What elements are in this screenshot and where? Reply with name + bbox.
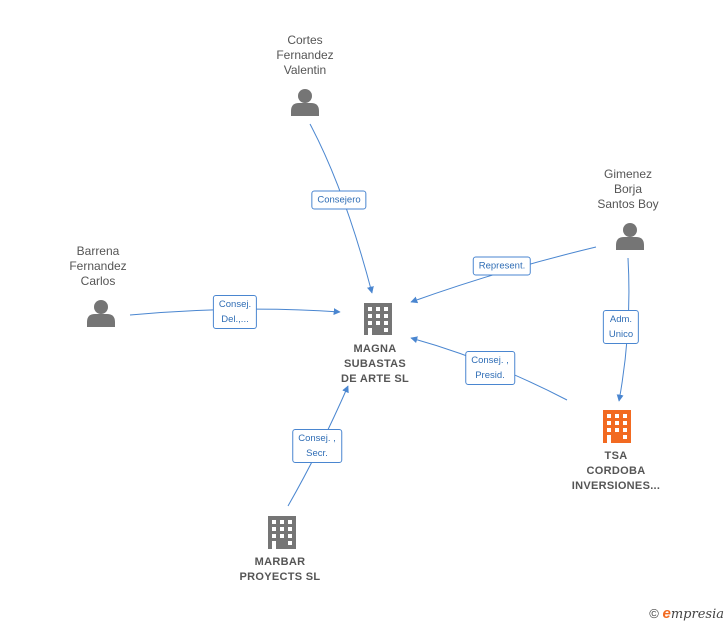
node-label-cortes[interactable]: Cortes Fernandez Valentin bbox=[276, 33, 334, 77]
brand-initial: e bbox=[662, 605, 671, 622]
building-icon-magna[interactable] bbox=[364, 303, 392, 335]
building-icon-tsa[interactable] bbox=[603, 410, 631, 443]
empresia-logo: © empresia bbox=[649, 605, 724, 622]
node-label-gimenez[interactable]: Gimenez Borja Santos Boy bbox=[597, 167, 659, 211]
edge-label-gimenez-tsa[interactable]: Adm. Unico bbox=[602, 310, 640, 344]
building-icon-marbar[interactable] bbox=[268, 516, 296, 549]
person-icon-gimenez[interactable] bbox=[616, 223, 644, 250]
node-label-marbar[interactable]: MARBAR PROYECTS SL bbox=[239, 556, 321, 583]
person-icon-cortes[interactable] bbox=[291, 89, 319, 116]
brand-name: mpresia bbox=[670, 607, 724, 622]
edge-label-cortes-magna[interactable]: Consejero bbox=[311, 190, 367, 210]
edge-label-barrena-magna[interactable]: Consej. Del.,... bbox=[212, 295, 258, 329]
node-label-tsa[interactable]: TSA CORDOBA INVERSIONES... bbox=[571, 450, 661, 492]
edge-label-marbar-magna[interactable]: Consej. , Secr. bbox=[292, 429, 342, 463]
person-icon-barrena[interactable] bbox=[87, 300, 115, 327]
node-label-magna[interactable]: MAGNA SUBASTAS DE ARTE SL bbox=[341, 343, 409, 385]
edge-label-tsa-magna[interactable]: Consej. , Presid. bbox=[465, 351, 515, 385]
edge-label-gimenez-magna[interactable]: Represent. bbox=[472, 256, 532, 276]
copyright-symbol: © bbox=[649, 606, 659, 621]
node-label-barrena[interactable]: Barrena Fernandez Carlos bbox=[69, 244, 127, 288]
